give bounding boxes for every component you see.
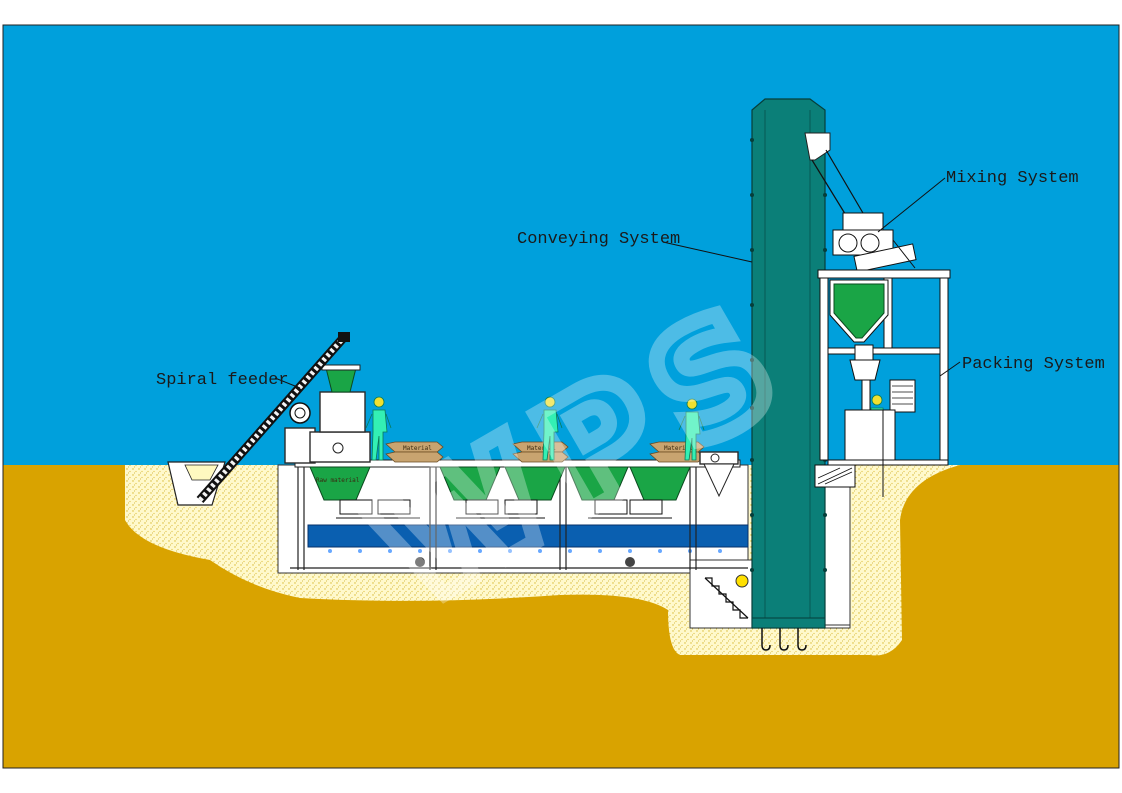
screen-feeder bbox=[699, 451, 739, 498]
worker-2 bbox=[536, 396, 563, 461]
underground-belt-conveyor bbox=[307, 524, 749, 548]
elevator-discharge-chute bbox=[804, 132, 831, 161]
worker-1 bbox=[365, 396, 392, 461]
label-packing-system: Packing System bbox=[962, 355, 1105, 374]
crusher-unit bbox=[284, 364, 371, 464]
pit-pump bbox=[735, 574, 749, 588]
label-conveying-system: Conveying System bbox=[517, 230, 680, 249]
batching-hoppers bbox=[309, 466, 691, 501]
belt-motors bbox=[415, 557, 635, 567]
elevator-anchor-bolts bbox=[761, 628, 807, 651]
material-sign-1: Material bbox=[385, 441, 444, 463]
hopper-feeders bbox=[336, 499, 672, 519]
bucket-elevator bbox=[750, 98, 827, 629]
svg-text:Material: Material bbox=[527, 445, 556, 452]
sky-background bbox=[3, 25, 1119, 465]
worker-3 bbox=[678, 398, 705, 461]
label-mixing-system: Mixing System bbox=[946, 169, 1079, 188]
label-spiral-feeder: Spiral feeder bbox=[156, 371, 289, 390]
spiral-feeder bbox=[196, 332, 350, 503]
pit-frame bbox=[290, 465, 748, 570]
outer-frame bbox=[2, 24, 1120, 769]
raw-material-label: Raw material bbox=[316, 477, 360, 484]
material-sign-3: Material bbox=[649, 441, 705, 463]
mixer-unit bbox=[832, 212, 917, 273]
pit-stairs bbox=[704, 577, 749, 619]
svg-text:Material: Material bbox=[664, 445, 693, 452]
leader-lines bbox=[274, 177, 961, 389]
svg-text:Material: Material bbox=[403, 445, 432, 452]
packing-tower bbox=[814, 269, 951, 488]
